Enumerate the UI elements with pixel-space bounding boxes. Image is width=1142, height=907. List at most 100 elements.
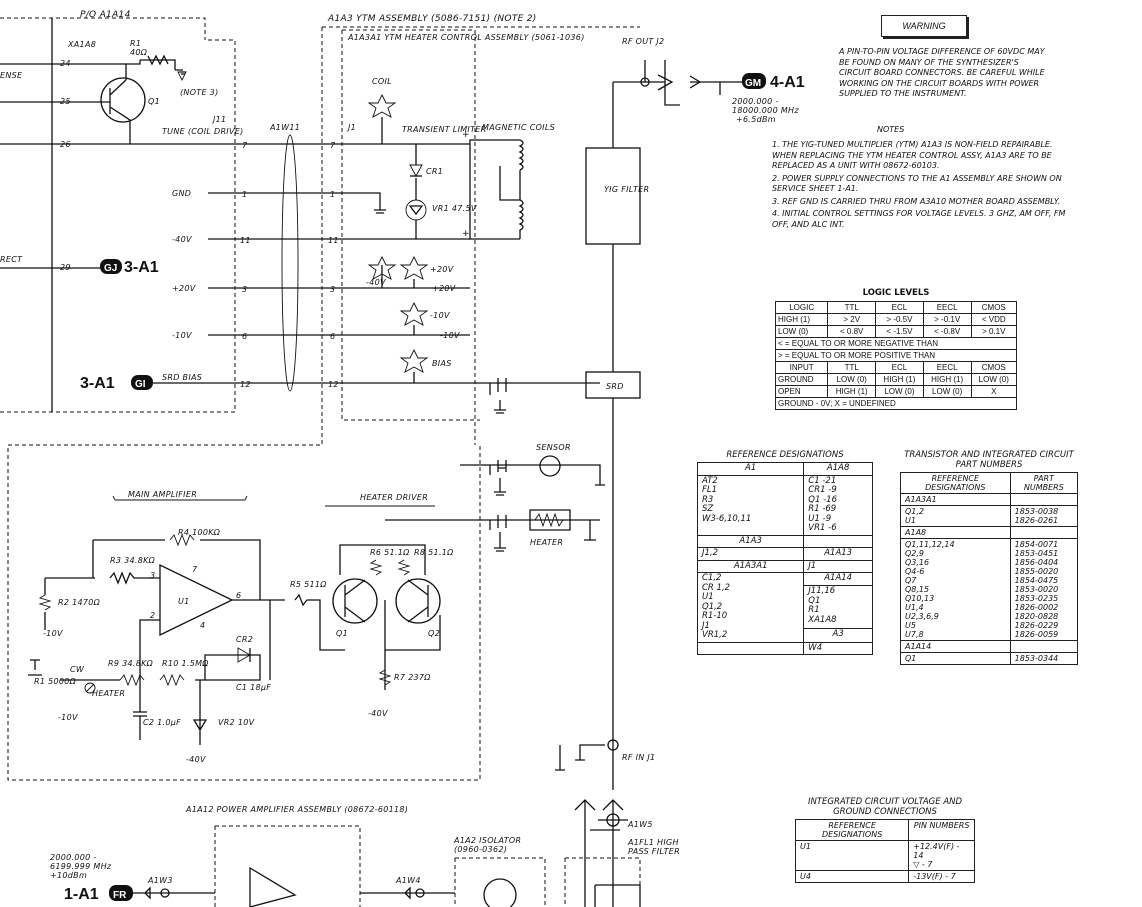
- svg-text:GJ: GJ: [104, 263, 117, 274]
- svg-text:4-A1: 4-A1: [770, 74, 805, 91]
- r8-label: R8 51.1Ω: [414, 548, 454, 557]
- heater-pot-label: HEATER: [92, 689, 125, 698]
- table-row: < = EQUAL TO OR MORE NEGATIVE THAN: [775, 337, 1017, 350]
- svg-text:7: 7: [330, 141, 336, 150]
- srd-bias-label: SRD BIAS: [162, 373, 202, 382]
- bias-label: BIAS: [432, 359, 452, 368]
- j1-label: J1: [346, 123, 356, 132]
- a1a3-ytm-label: A1A3 YTM ASSEMBLY (5086-7151) (NOTE 2): [327, 14, 537, 24]
- rect-label: RECT: [0, 255, 23, 264]
- ref-tag-fr[interactable]: 1-A1 FR: [64, 885, 133, 903]
- c1-label: C1 18µF: [236, 683, 271, 692]
- ic-voltage-table: INTEGRATED CIRCUIT VOLTAGE AND GROUND CO…: [794, 797, 975, 883]
- r1-label: R1: [130, 39, 141, 48]
- gnd-label: GND: [172, 189, 191, 198]
- u1-opamp-symbol: [159, 563, 234, 637]
- svg-text:3: 3: [150, 571, 155, 580]
- r9-label: R9 34.8KΩ: [108, 659, 154, 668]
- warning-title: WARNING: [881, 15, 967, 37]
- q2-label: Q2: [428, 629, 440, 638]
- xa1a8-label: XA1A8: [67, 40, 96, 49]
- m40v-label: -40V: [172, 235, 192, 244]
- r6-label: R6 51.1Ω: [370, 548, 410, 557]
- svg-text:+: +: [462, 229, 470, 239]
- heater-pot-knob[interactable]: [84, 682, 96, 694]
- sensor-symbol: [539, 455, 561, 477]
- svg-text:3: 3: [330, 285, 335, 294]
- a1a14-boundary: [0, 17, 206, 40]
- q1-transistor-symbol: [100, 77, 146, 123]
- magnetic-coils-label: MAGNETIC COILS: [482, 123, 555, 132]
- vr1-label: VR1 47.5V: [432, 204, 477, 213]
- svg-text:12: 12: [328, 380, 339, 389]
- svg-text:2: 2: [150, 611, 155, 620]
- cr1-label: CR1: [426, 167, 443, 176]
- p20v-tp-label: +20V: [430, 265, 454, 274]
- svg-text:3: 3: [242, 285, 247, 294]
- u1-label: U1: [178, 597, 190, 606]
- a1w4-label: A1W4: [395, 876, 421, 885]
- heater-control-boundary: [341, 29, 480, 445]
- r4-label: R4 100KΩ: [178, 528, 221, 537]
- power-amp-label: A1A12 POWER AMPLIFIER ASSEMBLY (08672-60…: [185, 805, 408, 814]
- svg-text:+: +: [462, 130, 470, 140]
- svg-text:1-A1: 1-A1: [64, 886, 99, 903]
- svg-text:7: 7: [192, 565, 198, 574]
- heater-control-label: A1A3A1 YTM HEATER CONTROL ASSEMBLY (5061…: [347, 33, 585, 42]
- ref-tag-gi[interactable]: 3-A1 GI: [80, 375, 153, 392]
- heater-driver-label: HEATER DRIVER: [360, 493, 428, 502]
- svg-text:FR: FR: [113, 890, 127, 901]
- refdes-title: REFERENCE DESIGNATIONS: [726, 450, 844, 460]
- ref-tag-gj[interactable]: GJ 3-A1: [100, 259, 159, 276]
- q1-driver-label: Q1: [336, 629, 348, 638]
- q1-label: Q1: [148, 97, 160, 106]
- srd-label: SRD: [606, 382, 624, 391]
- m10v-tp-label: -10V: [430, 311, 450, 320]
- note3-label: (NOTE 3): [180, 88, 219, 97]
- r1-pot-label: R1 5000Ω: [34, 677, 77, 686]
- a1a14-label: P/O A1A14: [80, 10, 131, 20]
- svg-text:7: 7: [242, 141, 248, 150]
- isolator-label: A1A2 ISOLATOR(0960-0362): [453, 836, 521, 854]
- svg-text:6: 6: [330, 332, 335, 341]
- a1w5-label: A1W5: [627, 820, 653, 829]
- svg-text:12: 12: [240, 380, 251, 389]
- svg-text:-40V: -40V: [186, 755, 206, 764]
- c2-label: C2 1.0µF: [143, 718, 181, 727]
- notes-list: 1. The YIG-tuned multiplier (YTM) A1A3 i…: [772, 140, 1072, 232]
- svg-text:3-A1: 3-A1: [80, 375, 115, 392]
- ref-tag-gm[interactable]: GM 4-A1: [742, 73, 805, 91]
- svg-text:GM: GM: [745, 78, 761, 89]
- table-row: LOW (0)< 0.8V< -1.5V< -0.8V> 0.1V: [774, 325, 1018, 338]
- svg-text:1: 1: [330, 190, 335, 199]
- note-1: 1. The YIG-tuned multiplier (YTM) A1A3 i…: [772, 140, 1053, 170]
- main-amp-label: MAIN AMPLIFIER: [128, 490, 197, 499]
- r10-label: R10 1.5MΩ: [162, 659, 209, 668]
- a1a3-ytm-boundary: [7, 26, 640, 781]
- svg-text:3-A1: 3-A1: [124, 259, 159, 276]
- logic-levels-title: LOGIC LEVELS: [862, 288, 930, 298]
- r1-value: 40Ω: [130, 48, 148, 57]
- cr2-label: CR2: [236, 635, 253, 644]
- r2-label: R2 1470Ω: [58, 598, 101, 607]
- ic-voltage-title: INTEGRATED CIRCUIT VOLTAGE AND GROUND CO…: [807, 797, 963, 817]
- svg-text:4: 4: [200, 621, 205, 630]
- notes-title: NOTES: [877, 125, 905, 134]
- rf-out-label: RF OUT J2: [622, 37, 664, 46]
- note-2: 2. Power supply connections to the A1 as…: [772, 173, 1062, 194]
- tune-label: TUNE (COIL DRIVE): [162, 127, 244, 136]
- heater-label: HEATER: [530, 538, 563, 547]
- part-numbers-title: TRANSISTOR AND INTEGRATED CIRCUIT PART N…: [904, 450, 1074, 470]
- note-4: 4. Initial control settings for voltage …: [772, 209, 1066, 229]
- table-row: HIGH (1)> 2V> -0.5V> -0.1V< VDD: [774, 313, 1018, 326]
- a1w11-label: A1W11: [269, 123, 300, 132]
- yig-filter-box: [585, 147, 641, 245]
- j11-label: J11: [211, 115, 226, 124]
- r7-label: R7 237Ω: [394, 673, 431, 682]
- transient-limiter-label: TRANSIENT LIMITER: [402, 125, 487, 134]
- r5-label: R5 511Ω: [290, 580, 327, 589]
